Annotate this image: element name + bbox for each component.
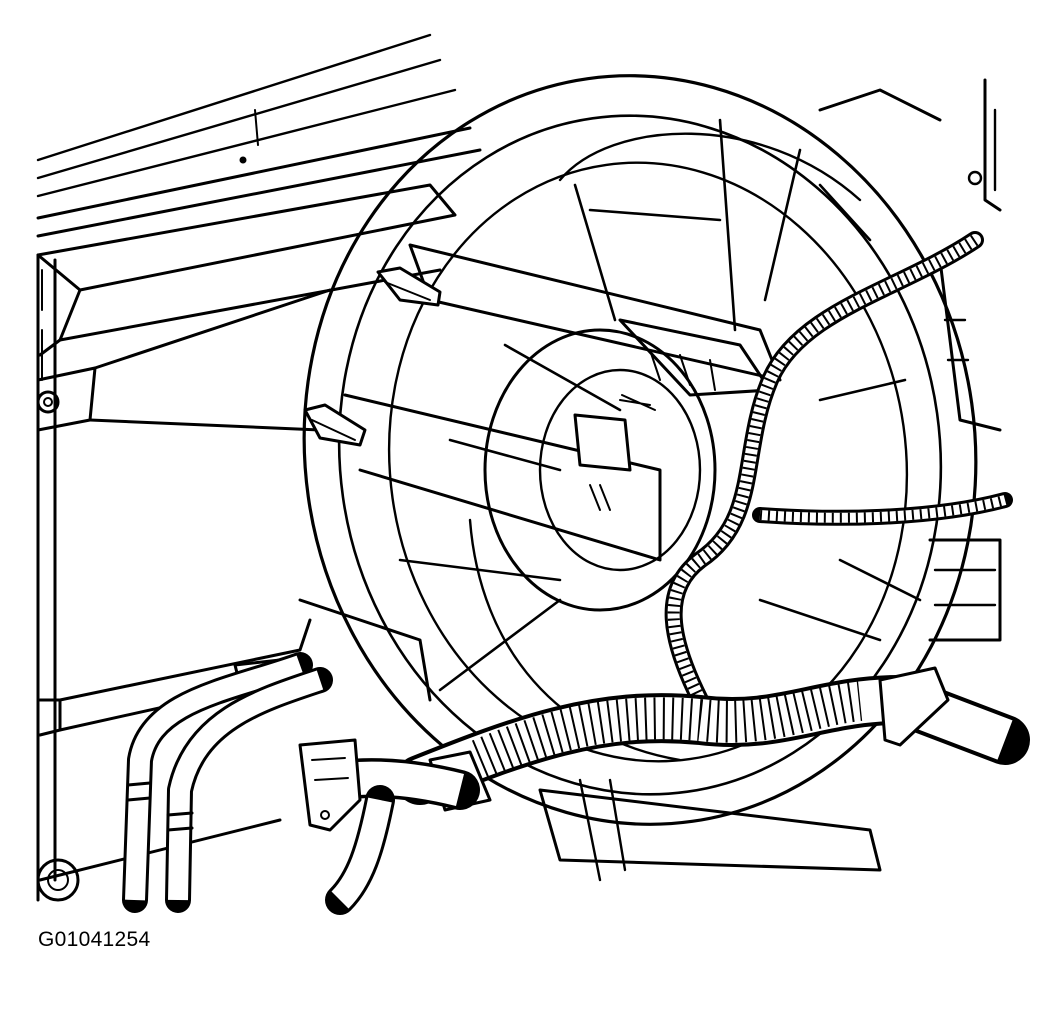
- lower-hose: [298, 666, 1030, 915]
- figure-id-label: G01041254: [38, 928, 151, 951]
- right-side-structure: [818, 78, 1002, 642]
- fan-motor: [483, 318, 772, 612]
- fan-shroud: [298, 74, 978, 882]
- cooler-lines: [122, 652, 333, 913]
- wiring-harness: [664, 231, 1013, 709]
- fan-blades: [398, 118, 922, 762]
